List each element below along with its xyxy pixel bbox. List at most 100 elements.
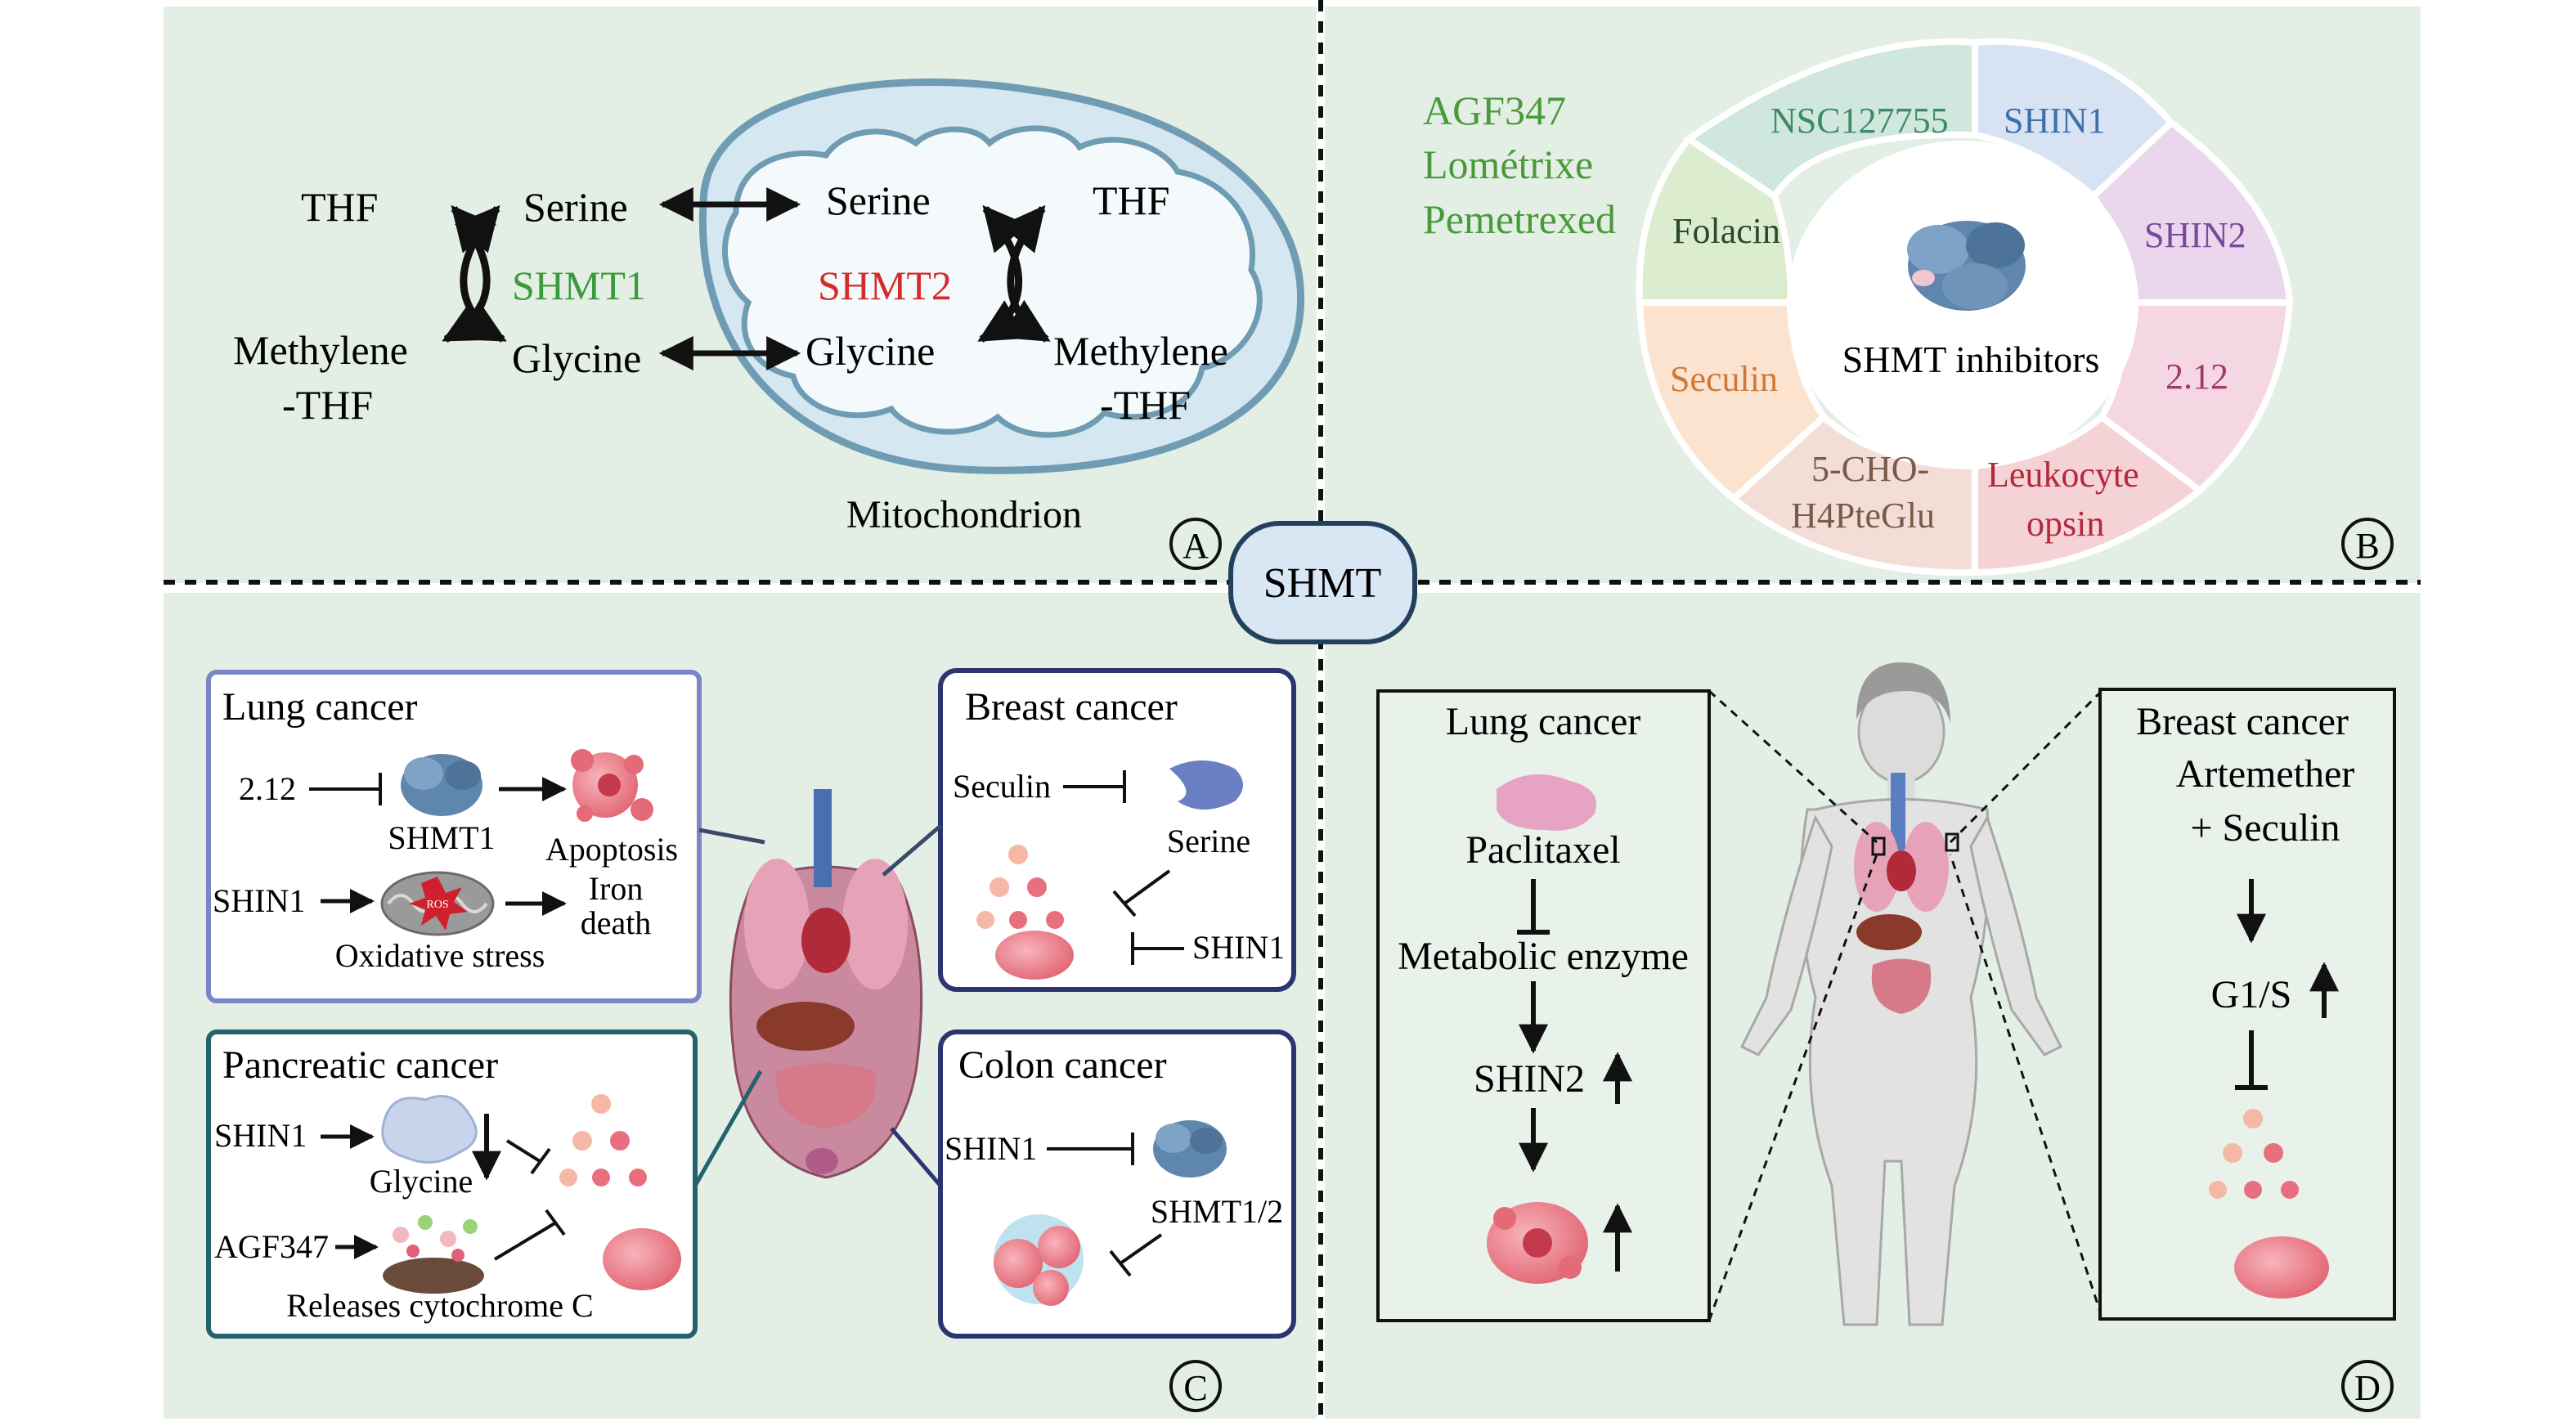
panel-a-letter-circle <box>1169 518 1222 570</box>
pancreatic-cytochrome-label: Releases cytochrome C <box>286 1287 593 1324</box>
connector-lung <box>698 828 765 845</box>
d-lung-tumor-icon <box>1487 1202 1588 1284</box>
d-breast-marker <box>1945 832 1959 852</box>
segment-5cho-label-2: H4PteGlu <box>1791 496 1935 536</box>
shmt-enzyme-icon <box>1907 221 2026 311</box>
breast-seculin-label: Seculin <box>953 768 1051 805</box>
connector-breast <box>882 824 942 877</box>
mito-methylene-label-line1: Methylene <box>1053 328 1228 374</box>
mito-methylene-label-line2: -THF <box>1100 382 1191 428</box>
segment-seculin-label: Seculin <box>1670 359 1778 399</box>
lung-iron-label-1: Iron <box>589 870 644 907</box>
d-artemether-label: Artemether <box>2176 752 2355 796</box>
panel-a: THF Serine SHMT1 Methylene -THF Glycine … <box>233 79 1305 570</box>
d-g1s-label: G1/S <box>2211 973 2292 1016</box>
colon-shmt12-label: SHMT1/2 <box>1151 1193 1283 1230</box>
d-breast-callout-1 <box>1949 689 2103 844</box>
breast-cancer-title: Breast cancer <box>965 685 1178 729</box>
pancreatic-shin1-label: SHIN1 <box>214 1117 307 1154</box>
panel-c: Lung cancer 2.12 SHMT1 Apoptosis SHIN1 R… <box>206 668 1296 1412</box>
ros-label: ROS <box>426 899 448 911</box>
mito-glycine-label: Glycine <box>806 328 935 374</box>
lung-oxidative-label: Oxidative stress <box>335 937 545 974</box>
breast-serine-label: Serine <box>1167 823 1250 859</box>
pancreatic-inhibit-line-1 <box>505 1139 541 1163</box>
center-badge-label: SHMT <box>1263 560 1381 607</box>
d-breast-box <box>2098 688 2396 1321</box>
breast-cell-tree-icon <box>976 845 1074 980</box>
center-badge: SHMT <box>1228 521 1417 644</box>
segment-nsc127755-label: NSC127755 <box>1770 101 1949 141</box>
breast-inhibit-line-1 <box>1123 869 1171 905</box>
lung-shmt1-label: SHMT1 <box>388 819 495 856</box>
colon-inhibit-bar <box>1109 1249 1132 1277</box>
d-breast-cell-tree-icon <box>2209 1109 2329 1299</box>
panel-a-letter: A <box>1183 526 1209 566</box>
d-lung-title: Lung cancer <box>1446 700 1641 743</box>
d-lung-callout-2 <box>1708 854 1878 1321</box>
segment-leukocyte-label-2: opsin <box>2026 504 2104 544</box>
glycine-label: Glycine <box>512 335 641 381</box>
shmt1-label: SHMT1 <box>512 262 646 308</box>
shmt2-label: SHMT2 <box>818 262 952 308</box>
breast-cancer-box <box>938 668 1296 992</box>
methylene-thf-label-line2: -THF <box>282 382 373 428</box>
colon-tumor-icon <box>994 1214 1084 1306</box>
apoptosis-cells-icon <box>571 749 653 822</box>
connector-colon <box>890 1127 942 1187</box>
d-shin2-label: SHIN2 <box>1474 1057 1585 1101</box>
colon-inhibit-line <box>1119 1233 1163 1265</box>
shmt2-reaction-arrow-2 <box>1000 204 1051 343</box>
lung-iron-label-2: death <box>581 904 652 941</box>
d-breast-callout-2 <box>1949 854 2103 1317</box>
cytochrome-release-icon <box>383 1215 484 1294</box>
panel-b-letter: B <box>2355 526 2379 566</box>
pancreatic-inhibit-bar-2 <box>545 1209 566 1236</box>
shmt1-enzyme-icon <box>401 754 482 816</box>
glycine-blob-icon <box>381 1095 478 1164</box>
panel-c-letter: C <box>1183 1368 1207 1408</box>
d-lung-marker <box>1871 837 1886 856</box>
d-metabolic-label: Metabolic enzyme <box>1398 935 1689 978</box>
d-breast-title: Breast cancer <box>2136 700 2349 743</box>
pancreatic-glycine-label: Glycine <box>370 1163 473 1200</box>
shmt12-enzyme-icon <box>1153 1120 1227 1178</box>
breast-shin1-label: SHIN1 <box>1192 929 1285 966</box>
pancreatic-inhibit-line-2 <box>493 1221 558 1261</box>
serine-label: Serine <box>523 184 628 230</box>
lung-shin1-label: SHIN1 <box>213 882 305 919</box>
lometrexol-label: Lométrixe <box>1423 141 1593 187</box>
pancreatic-cancer-title: Pancreatic cancer <box>222 1043 498 1087</box>
connector-pancreatic <box>693 1070 763 1187</box>
mito-thf-label: THF <box>1093 177 1169 223</box>
panel-d-letter-circle <box>2341 1360 2394 1412</box>
segment-5cho-label-1: 5-CHO- <box>1811 449 1929 489</box>
panel-b: AGF347 Lométrixe Pemetrexed NSC127755 SH… <box>1423 38 2394 576</box>
shmt-inhibitors-label: SHMT inhibitors <box>1842 339 2100 380</box>
methylene-thf-label-line1: Methylene <box>233 327 408 373</box>
lung-inhibitor-212: 2.12 <box>239 770 296 807</box>
d-paclitaxel-label: Paclitaxel <box>1465 828 1620 872</box>
panel-d: Lung cancer Paclitaxel Metabolic enzyme … <box>1376 662 2396 1412</box>
colon-cancer-title: Colon cancer <box>958 1043 1167 1087</box>
mitochondria-ros-icon: ROS <box>380 871 495 936</box>
shmt1-reaction-arrow-2 <box>454 204 507 343</box>
human-organs-icon <box>729 789 923 1179</box>
pemetrexed-label: Pemetrexed <box>1423 196 1616 242</box>
colon-shin1-label: SHIN1 <box>945 1130 1037 1167</box>
panel-b-letter-circle <box>2341 518 2394 570</box>
segment-leukocyte-label-1: Leukocyte <box>1987 455 2139 495</box>
pancreatic-agf347-label: AGF347 <box>214 1228 329 1265</box>
mitochondrion-label: Mitochondrion <box>846 493 1082 536</box>
d-seculin-label: + Seculin <box>2190 806 2340 850</box>
lung-apoptosis-label: Apoptosis <box>545 831 678 868</box>
thf-label: THF <box>301 184 378 230</box>
human-body-icon <box>1739 662 2063 1326</box>
segment-2-12-label: 2.12 <box>2165 357 2228 397</box>
segment-shin2-label: SHIN2 <box>2144 215 2246 255</box>
segment-folacin-label: Folacin <box>1672 211 1780 251</box>
panel-c-letter-circle <box>1169 1360 1222 1412</box>
breast-inhibit-bar-1 <box>1112 890 1137 917</box>
pancreatic-inhibit-bar-1 <box>530 1147 551 1175</box>
